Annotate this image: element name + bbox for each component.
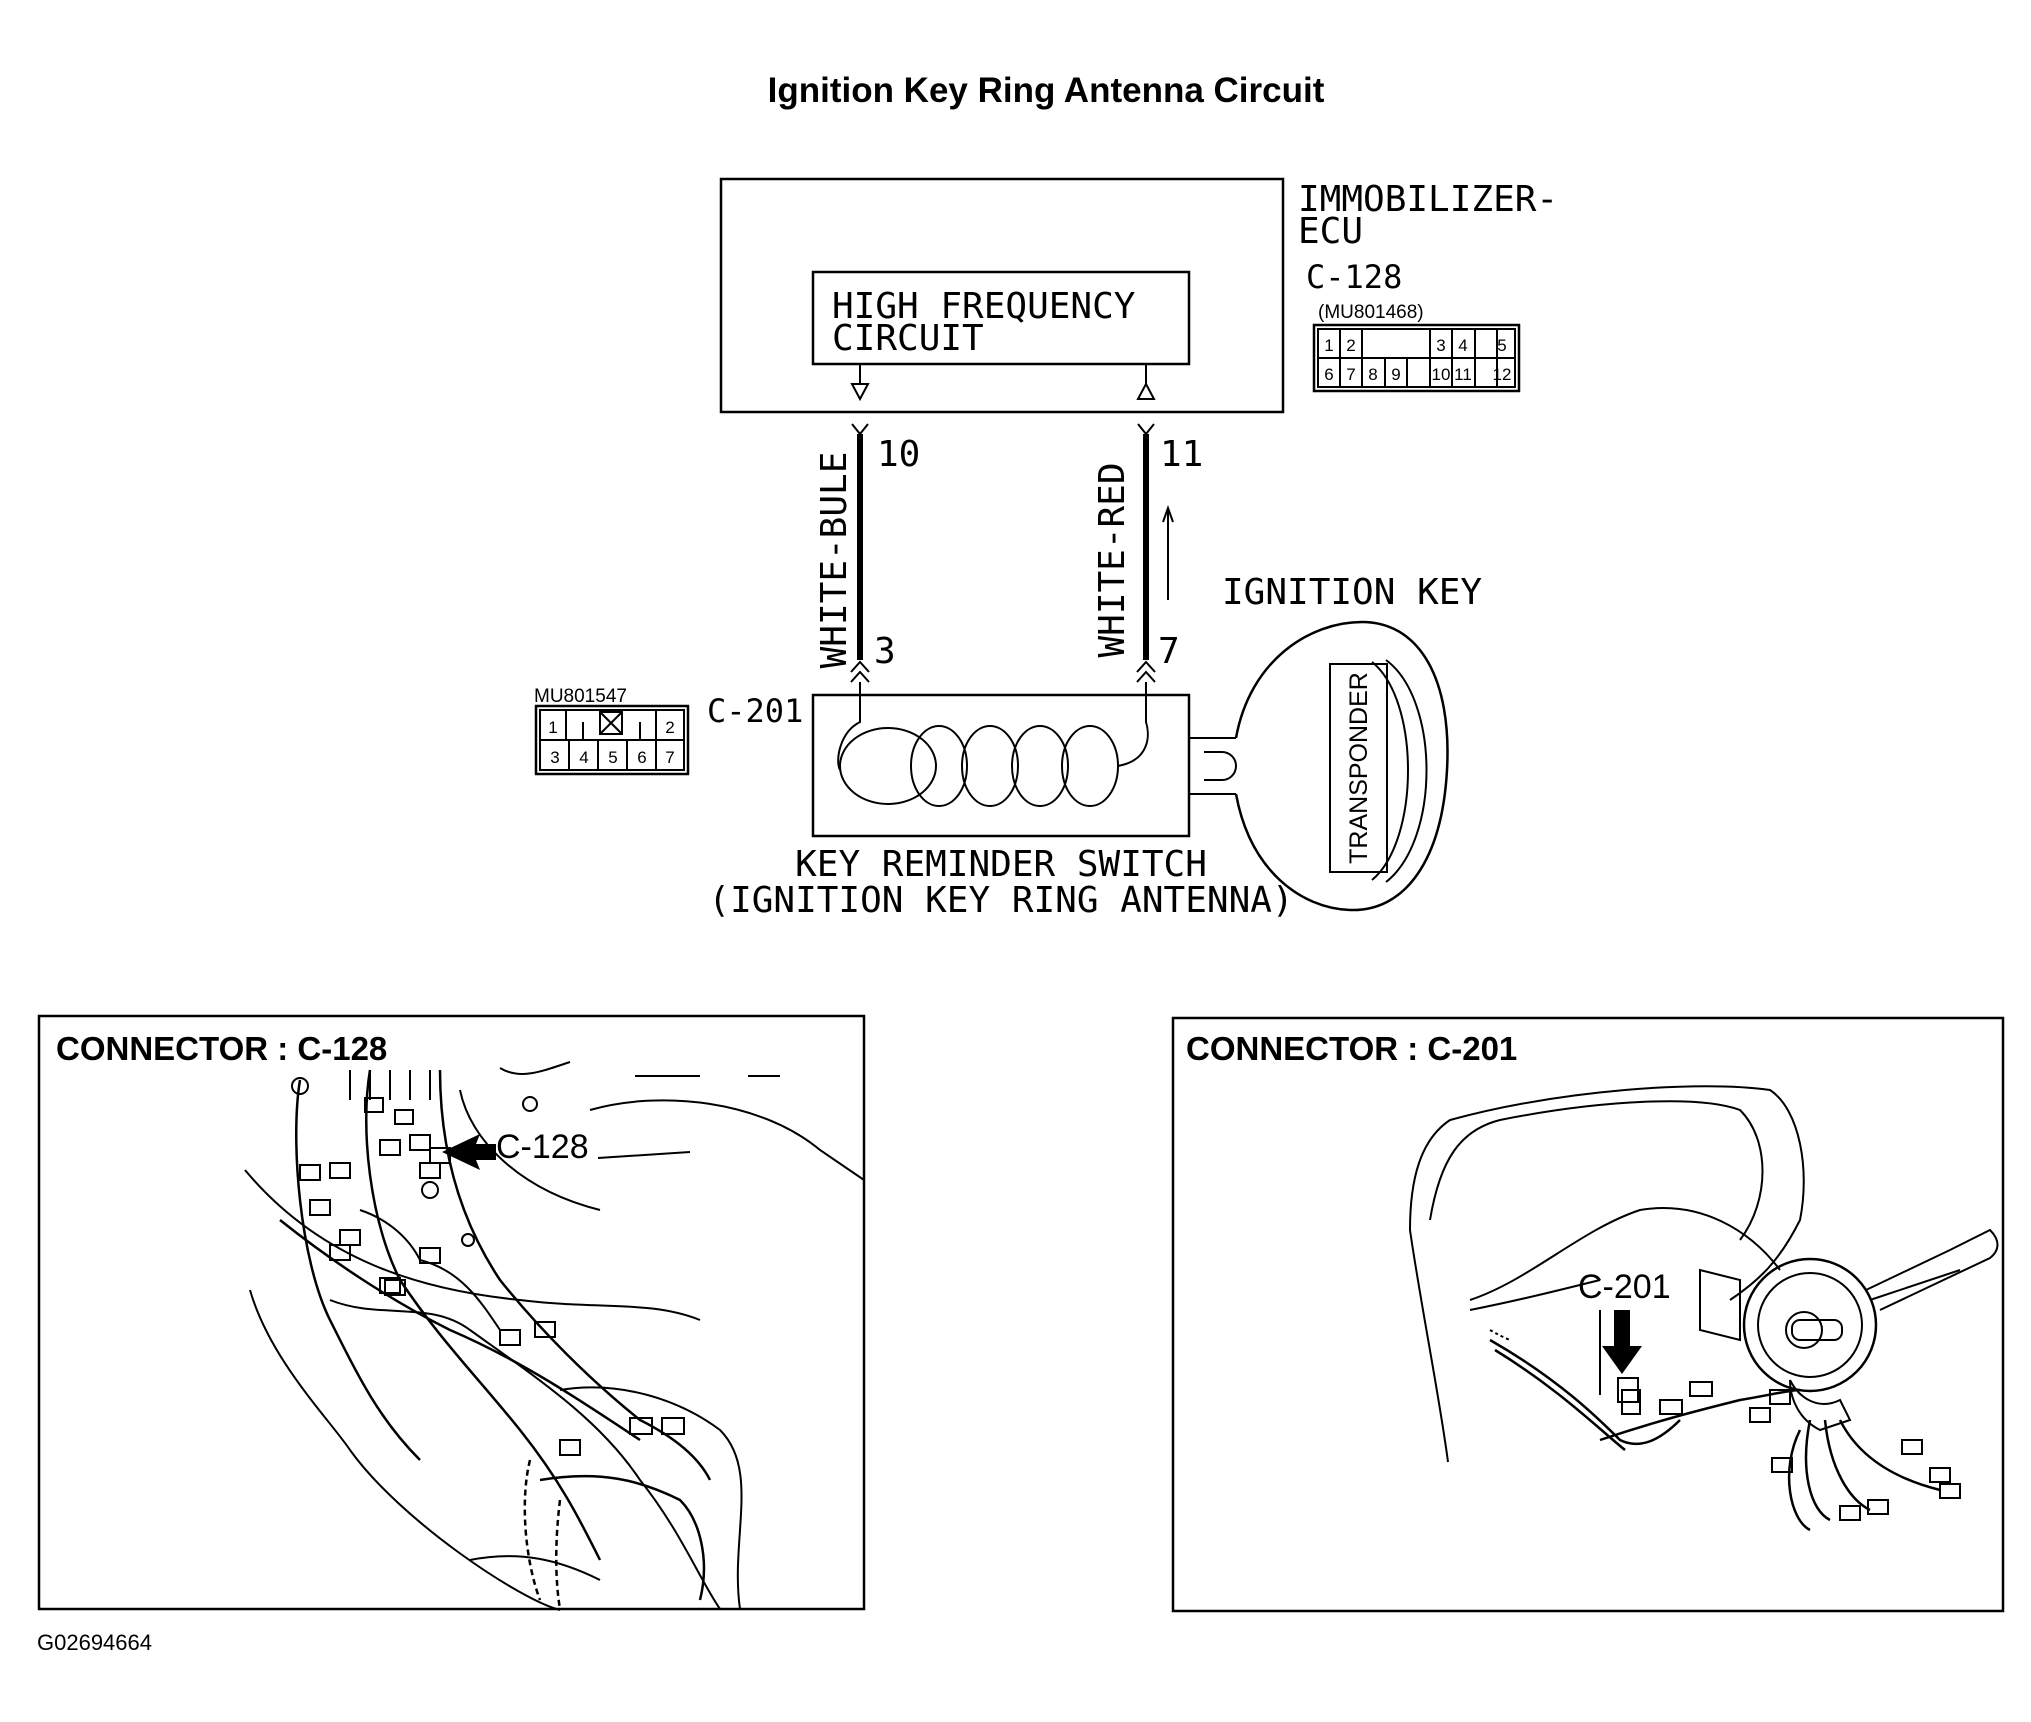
panel1-title: CONNECTOR : C-128 [56,1030,387,1067]
wire1-switch-pin: 3 [874,631,896,672]
connector-c128-face: 1 2 3 4 5 6 7 8 9 10 11 12 [1312,323,1521,393]
steering-column-illustration [1408,1085,1999,1532]
c128-pin: 2 [1346,336,1355,355]
c128-pin: 10 [1432,365,1451,384]
high-frequency-circuit-box [811,270,1191,366]
panel2-callout: C-201 [1578,1268,1671,1306]
c128-pin: 4 [1458,336,1467,355]
panel2-title: CONNECTOR : C-201 [1186,1030,1517,1067]
transponder-box [1329,663,1388,873]
c201-pin: 3 [550,748,559,767]
switch-connector-id: C-201 [707,692,803,730]
transponder-label: TRANSPONDER [1345,672,1373,864]
wire2-color-label: WHITE-RED [1092,462,1133,657]
wire2-ecu-pin: 11 [1160,434,1203,475]
c128-pin: 9 [1391,365,1400,384]
c201-arrow-icon [1602,1310,1642,1374]
ignition-key-icon [1189,620,1449,912]
hf-circuit-label-line1: HIGH FREQUENCY [832,286,1136,327]
switch-label-line1: KEY REMINDER SWITCH [795,844,1207,885]
key-reminder-switch-box [811,693,1191,838]
c128-pin: 1 [1324,336,1333,355]
panel1-callout: C-128 [496,1128,589,1166]
switch-part-number: MU801547 [534,686,627,707]
wire-white-bule [850,423,870,708]
c128-arrow-icon [442,1134,496,1170]
input-triangle-icon [1136,381,1156,400]
connector-c128-panel [37,1014,866,1611]
diagram-title: Ignition Key Ring Antenna Circuit [768,71,1325,110]
c201-pin: 6 [637,748,646,767]
c201-pin: 1 [548,718,557,737]
c128-pin: 5 [1497,336,1506,355]
connector-c201-panel [1171,1016,2005,1613]
dash-harness-illustration [244,1061,865,1611]
c128-pin: 3 [1436,336,1445,355]
c128-pin: 7 [1346,365,1355,384]
ecu-label-line1: IMMOBILIZER- [1298,179,1558,220]
c201-pin: 7 [665,748,674,767]
wire1-color-label: WHITE-BULE [814,452,855,669]
wire-white-red [1136,423,1156,708]
immobilizer-ecu-box [719,177,1285,414]
ecu-connector-id: C-128 [1306,258,1402,296]
ecu-part-number: (MU801468) [1318,302,1424,323]
c128-pin: 12 [1493,365,1512,384]
wire2-switch-pin: 7 [1158,631,1180,672]
ecu-label-line2: ECU [1298,211,1363,252]
antenna-coil-icon [837,708,1149,807]
wire1-ecu-pin: 10 [877,434,920,475]
hf-circuit-label-line2: CIRCUIT [832,318,984,359]
switch-label-line2: (IGNITION KEY RING ANTENNA) [708,880,1293,921]
c201-pin: 5 [608,748,617,767]
c128-pin: 11 [1454,365,1472,384]
ignition-key-label: IGNITION KEY [1222,572,1482,613]
c128-pin: 8 [1368,365,1377,384]
c128-pin: 6 [1324,365,1333,384]
output-triangle-icon [850,383,870,402]
c201-pin: 2 [665,718,674,737]
c201-pin: 4 [579,748,588,767]
figure-id: G02694664 [37,1630,152,1655]
connector-c201-face: 1 2 3 4 5 6 7 [534,704,690,776]
